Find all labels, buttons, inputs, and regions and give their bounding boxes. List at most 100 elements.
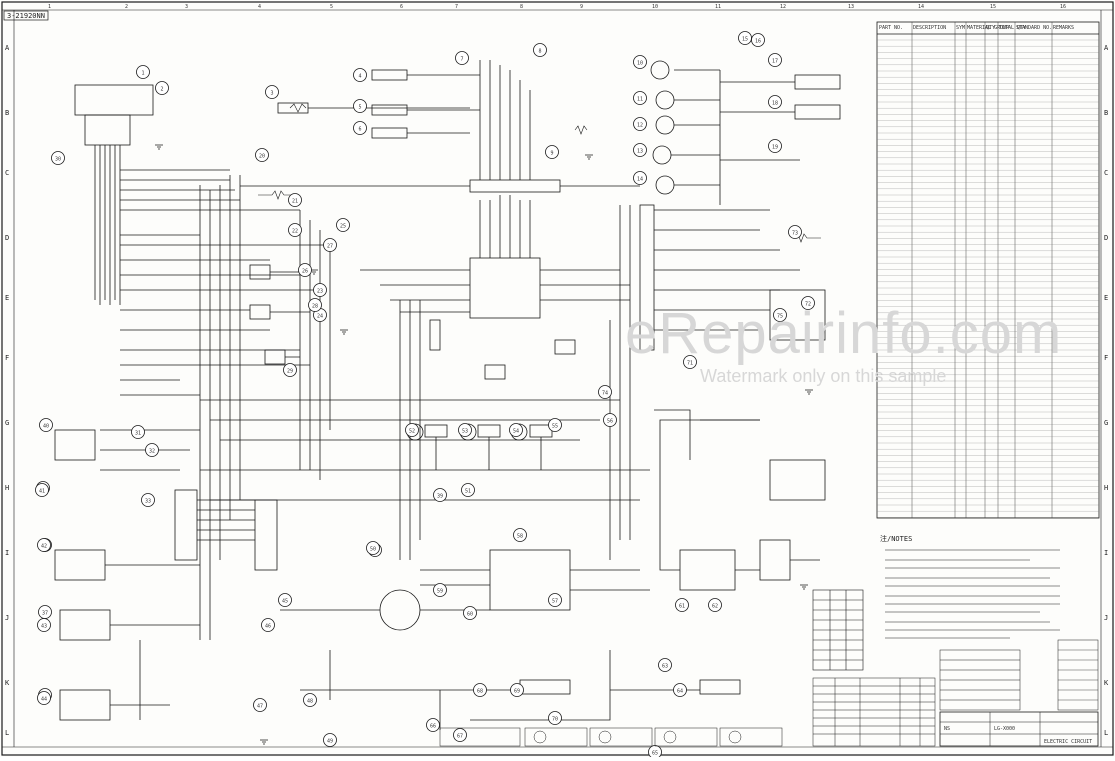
callout-number: 46 xyxy=(265,624,271,630)
wire-color-legend xyxy=(812,589,864,671)
callout-number: 50 xyxy=(370,547,376,553)
column-label: 11 xyxy=(715,4,721,10)
callout-number: 43 xyxy=(41,624,47,630)
callout-number: 19 xyxy=(772,145,778,151)
callout-number: 15 xyxy=(742,37,748,43)
callout-number: 3 xyxy=(270,91,273,97)
callout-number: 62 xyxy=(712,604,718,610)
row-label-right: L xyxy=(1104,729,1108,737)
callout-circle xyxy=(323,238,337,252)
callout-58: 58 xyxy=(513,528,527,542)
callout-number: 1 xyxy=(141,71,144,77)
callout-number: 33 xyxy=(145,499,151,505)
ground-symbols xyxy=(155,144,813,745)
callout-circle xyxy=(288,193,302,207)
callout-25: 25 xyxy=(336,218,350,232)
callout-circle xyxy=(510,683,524,697)
callout-circle xyxy=(155,81,169,95)
callout-number: 66 xyxy=(430,724,436,730)
parts-header-cell: QTY xyxy=(986,25,995,31)
callout-42: 42 xyxy=(37,538,51,552)
callout-20: 20 xyxy=(255,148,269,162)
row-label-right: I xyxy=(1104,549,1108,557)
row-label-left: G xyxy=(5,419,9,427)
callout-44: 44 xyxy=(37,691,51,705)
callout-circle xyxy=(131,425,145,439)
callout-52: 52 xyxy=(405,423,419,437)
callout-number: 23 xyxy=(317,289,323,295)
callout-circle xyxy=(265,85,279,99)
callout-4: 4 xyxy=(353,68,367,82)
callout-number: 37 xyxy=(42,611,48,617)
callout-21: 21 xyxy=(288,193,302,207)
callout-circle xyxy=(283,363,297,377)
callout-circle xyxy=(455,51,469,65)
column-label: 2 xyxy=(125,4,128,10)
row-label-left: H xyxy=(5,484,9,492)
callout-64: 64 xyxy=(673,683,687,697)
callout-29: 29 xyxy=(283,363,297,377)
callout-number: 57 xyxy=(552,599,558,605)
callout-7: 7 xyxy=(455,51,469,65)
title-block: NS LG-X000 ELECTRIC CIRCUIT xyxy=(939,639,1099,747)
callout-31: 31 xyxy=(131,425,145,439)
callout-number: 31 xyxy=(135,431,141,437)
callout-49: 49 xyxy=(323,733,337,747)
callout-75: 75 xyxy=(773,308,787,322)
callout-circle xyxy=(35,483,49,497)
callout-number: 59 xyxy=(437,589,443,595)
row-label-right: D xyxy=(1104,234,1108,242)
callout-13: 13 xyxy=(633,143,647,157)
callout-12: 12 xyxy=(633,117,647,131)
column-label: 10 xyxy=(652,4,658,10)
callout-circle xyxy=(673,683,687,697)
callout-number: 9 xyxy=(550,151,553,157)
parts-header-cell: PART NO. xyxy=(879,25,903,31)
callout-number: 11 xyxy=(637,97,643,103)
callout-number: 17 xyxy=(772,59,778,65)
callout-number: 73 xyxy=(792,231,798,237)
callout-number: 4 xyxy=(358,74,361,80)
callout-circle xyxy=(37,538,51,552)
callout-32: 32 xyxy=(145,443,159,457)
callout-39: 39 xyxy=(433,488,447,502)
parts-header-cell: STANDARD NO. xyxy=(1016,25,1052,31)
callout-circle xyxy=(453,728,467,742)
callout-66: 66 xyxy=(426,718,440,732)
callout-number: 69 xyxy=(514,689,520,695)
callout-circle xyxy=(598,385,612,399)
callout-circle xyxy=(633,55,647,69)
callout-number: 41 xyxy=(39,489,45,495)
row-label-left: I xyxy=(5,549,9,557)
circuit-protector-table xyxy=(812,649,1021,747)
callout-circle xyxy=(633,143,647,157)
drawing-id: 3-21920NN xyxy=(7,12,45,20)
callout-26: 26 xyxy=(298,263,312,277)
callout-circle xyxy=(145,443,159,457)
callout-circle xyxy=(405,423,419,437)
callout-number: 75 xyxy=(777,314,783,320)
row-label-right: H xyxy=(1104,484,1108,492)
callout-circle xyxy=(509,423,523,437)
callout-28: 28 xyxy=(308,298,322,312)
callout-circle xyxy=(768,95,782,109)
callout-51: 51 xyxy=(461,483,475,497)
row-label-right: B xyxy=(1104,109,1108,117)
callout-circle xyxy=(336,218,350,232)
column-label: 13 xyxy=(848,4,854,10)
callout-1: 1 xyxy=(136,65,150,79)
callout-16: 16 xyxy=(751,33,765,47)
callout-number: 25 xyxy=(340,224,346,230)
callout-number: 24 xyxy=(317,314,323,320)
parts-header-cell: SYM xyxy=(956,25,965,31)
callout-37: 37 xyxy=(38,605,52,619)
column-label: 5 xyxy=(330,4,333,10)
callout-74: 74 xyxy=(598,385,612,399)
callout-circle xyxy=(513,528,527,542)
callout-number: 6 xyxy=(358,127,361,133)
drawing-id-box: 3-21920NN xyxy=(3,10,49,21)
callout-30: 30 xyxy=(51,151,65,165)
